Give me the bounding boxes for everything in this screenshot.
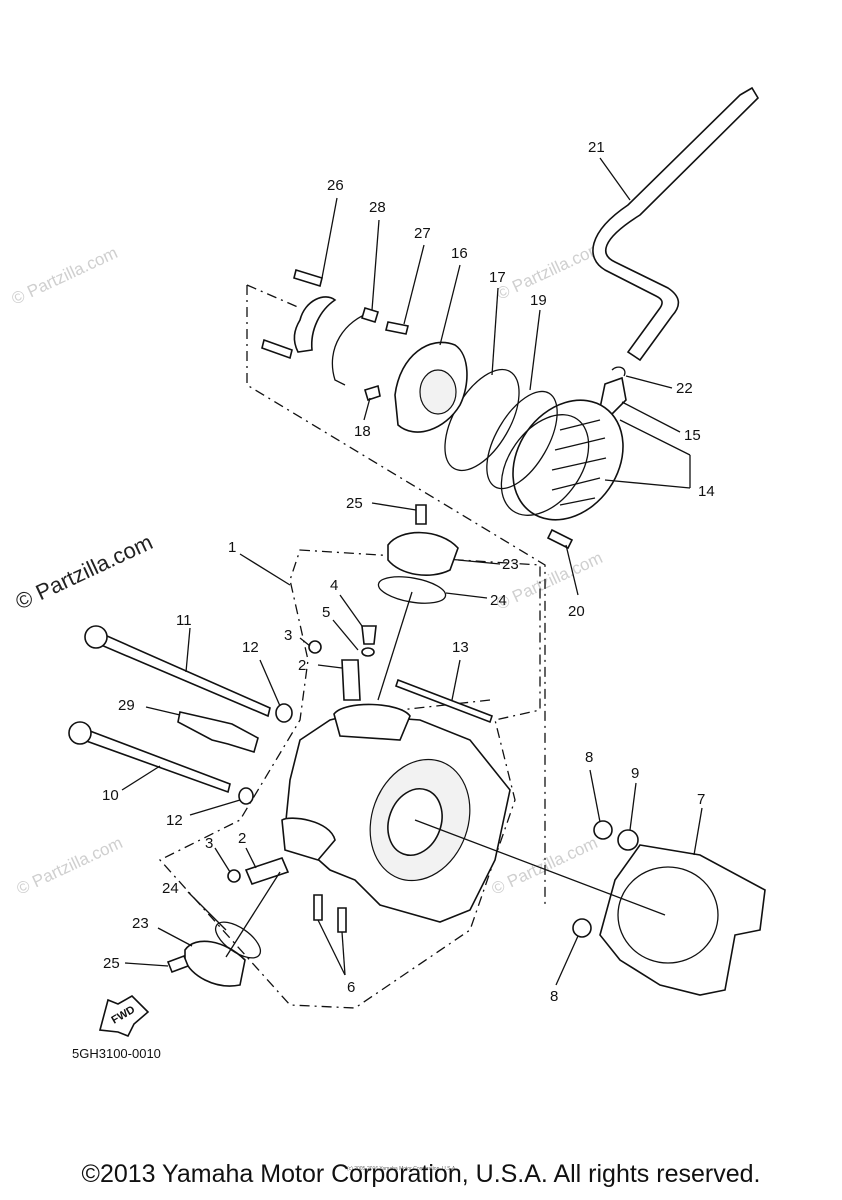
bracket-stud <box>261 338 293 360</box>
clip-part <box>308 640 322 654</box>
bolt-part <box>415 504 427 525</box>
credit-text: (c) 2005-2016 Yamaha Motor Corporation, … <box>347 1166 457 1172</box>
callout-8: 8 <box>550 988 558 1005</box>
head-assembly-boundary <box>158 549 541 1009</box>
callout-12: 12 <box>242 639 259 656</box>
callout-27: 27 <box>414 225 431 242</box>
dowel-part <box>593 820 613 840</box>
bolt-part <box>361 625 377 645</box>
clip-part <box>331 311 373 386</box>
stud-part <box>313 894 323 921</box>
stud-part <box>337 907 347 933</box>
cylinder-gasket-bore <box>617 866 719 964</box>
cap-part <box>184 940 246 987</box>
bolt-part <box>546 528 574 550</box>
leader-lines <box>121 157 703 986</box>
callout-25: 25 <box>103 955 120 972</box>
bolt-head <box>68 721 92 745</box>
bracket-part <box>293 296 337 353</box>
callout-29: 29 <box>118 697 135 714</box>
callout-3: 3 <box>205 835 213 852</box>
watermark-text: © Partzilla.com <box>494 238 606 304</box>
o-ring-part <box>617 829 639 851</box>
clip-part <box>611 366 626 377</box>
callout-23: 23 <box>132 915 149 932</box>
intake-port <box>333 703 411 741</box>
valve-guide-part <box>341 659 361 701</box>
watermark-text: © Partzilla.com <box>9 243 121 309</box>
callout-23: 23 <box>502 556 519 573</box>
callout-4: 4 <box>330 577 338 594</box>
valve-guide-part <box>244 857 290 885</box>
breather-hose-part <box>592 86 760 362</box>
cover-rim <box>500 414 590 516</box>
cylinder-gasket-part <box>599 844 766 996</box>
bolt-part <box>166 954 190 974</box>
bolt-part <box>364 384 381 402</box>
callout-16: 16 <box>451 245 468 262</box>
callout-24: 24 <box>490 592 507 609</box>
gasket-part <box>377 576 447 604</box>
exhaust-port <box>281 817 336 861</box>
callout-3: 3 <box>284 627 292 644</box>
watermark-text: © Partzilla.com <box>14 833 126 899</box>
callout-6: 6 <box>347 979 355 996</box>
callout-1: 1 <box>228 539 236 556</box>
callout-9: 9 <box>631 765 639 782</box>
bolt-part <box>385 321 409 335</box>
callout-18: 18 <box>354 423 371 440</box>
washer-part <box>238 787 254 805</box>
callout-19: 19 <box>530 292 547 309</box>
bracket-stud <box>293 268 323 288</box>
callout-22: 22 <box>676 380 693 397</box>
callout-14: 14 <box>698 483 715 500</box>
watermark-text-main: © Partzilla.com <box>12 529 157 614</box>
diagram-code: 5GH3100-0010 <box>72 1046 161 1061</box>
callout-7: 7 <box>697 791 705 808</box>
callout-13: 13 <box>452 639 469 656</box>
o-ring-part <box>486 390 558 490</box>
callout-21: 21 <box>588 139 605 156</box>
callout-25: 25 <box>346 495 363 512</box>
stud-bolt-part <box>394 678 494 724</box>
dowel-part <box>572 918 592 938</box>
cover-fins <box>551 419 607 506</box>
callout-8: 8 <box>585 749 593 766</box>
washer-part <box>361 647 375 657</box>
cylinder-head-bore <box>387 788 443 856</box>
callout-12: 12 <box>166 812 183 829</box>
bolt-head <box>84 625 108 649</box>
callout-26: 26 <box>327 177 344 194</box>
callout-15: 15 <box>684 427 701 444</box>
plate-hole <box>419 369 457 415</box>
callout-2: 2 <box>298 657 306 674</box>
washer-part <box>275 703 293 723</box>
callout-20: 20 <box>568 603 585 620</box>
callout-10: 10 <box>102 787 119 804</box>
callouts: 26 28 27 16 17 19 21 22 15 14 18 25 23 2… <box>102 139 715 1005</box>
copyright-text: ©2013 Yamaha Motor Corporation, U.S.A. A… <box>81 1160 761 1188</box>
callout-17: 17 <box>489 269 506 286</box>
spark-plug-part <box>177 711 259 754</box>
callout-24: 24 <box>162 880 179 897</box>
top-assembly-boundary <box>246 284 546 905</box>
callout-11: 11 <box>176 612 192 629</box>
clip-tab <box>361 306 379 324</box>
fitting-part <box>599 376 627 415</box>
callout-28: 28 <box>369 199 386 216</box>
cap-part <box>387 531 459 576</box>
callout-5: 5 <box>322 604 330 621</box>
callout-2: 2 <box>238 830 246 847</box>
clip-part <box>227 869 241 883</box>
fwd-arrow-icon: FWD <box>98 995 150 1038</box>
